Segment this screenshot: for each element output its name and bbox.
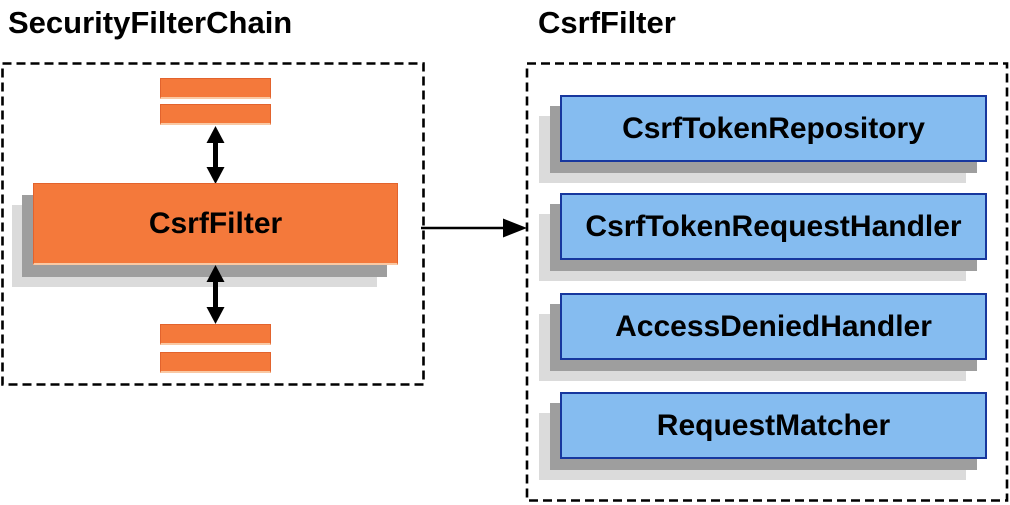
double-arrow-icon [206, 126, 225, 184]
filter-bar [160, 324, 271, 345]
csrf-filter-box: CsrfFilter [33, 183, 398, 265]
filter-bar [160, 352, 271, 373]
filter-bar [160, 104, 271, 125]
component-box-request-matcher: RequestMatcher [560, 392, 987, 459]
double-arrow-icon [206, 265, 225, 324]
component-box-csrf-token-repository: CsrfTokenRepository [560, 95, 987, 162]
component-label: RequestMatcher [656, 408, 891, 442]
component-label: CsrfTokenRequestHandler [585, 209, 962, 243]
component-box-access-denied-handler: AccessDeniedHandler [560, 293, 987, 360]
csrf-filter-panel-title: CsrfFilter [538, 5, 676, 40]
filter-bar [160, 78, 271, 99]
flow-arrow-icon [421, 218, 527, 238]
component-label: CsrfTokenRepository [622, 111, 925, 145]
component-box-csrf-token-request-handler: CsrfTokenRequestHandler [560, 193, 987, 260]
security-filter-chain-boundary [1, 62, 425, 386]
csrf-filter-box-label: CsrfFilter [148, 206, 283, 240]
security-filter-chain-title: SecurityFilterChain [8, 5, 293, 40]
component-label: AccessDeniedHandler [615, 309, 932, 343]
csrf-filter-boundary [525, 62, 1009, 502]
